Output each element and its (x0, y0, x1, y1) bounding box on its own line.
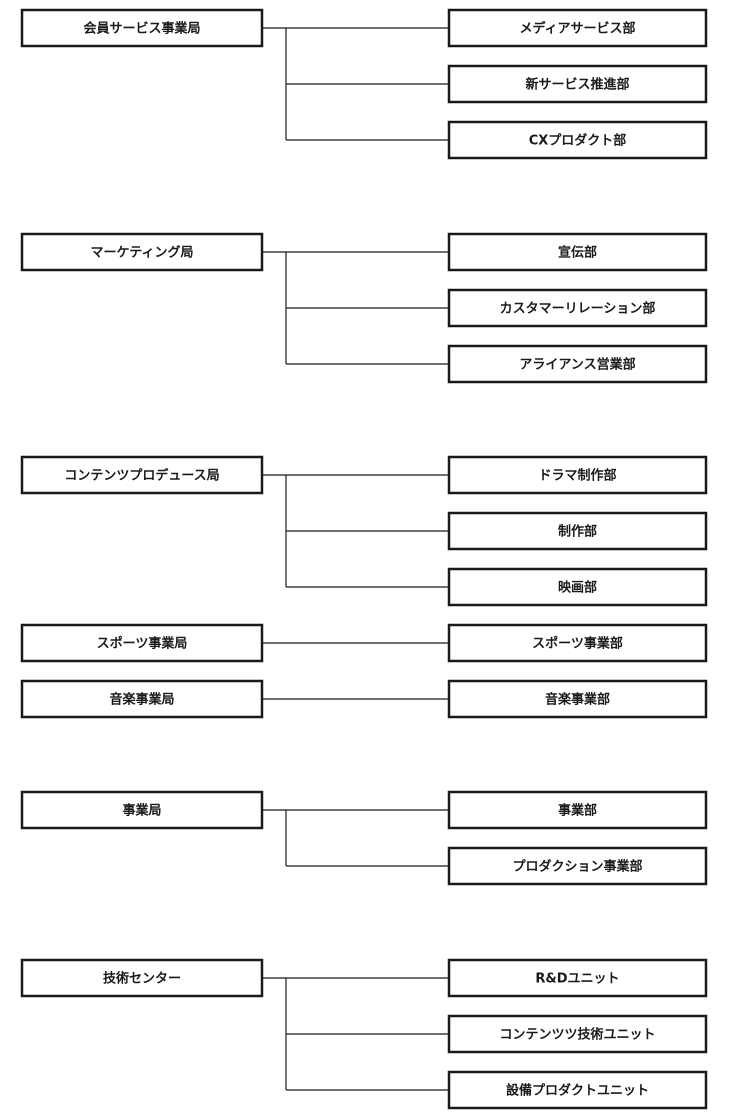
department-box: プロダクション事業部 (447, 846, 708, 886)
bureau-group: 音楽事業局 音楽事業部 (20, 679, 708, 719)
bureau-box-frame (20, 232, 264, 272)
department-box: 映画部 (447, 567, 708, 607)
department-box: 新サービス推進部 (447, 64, 708, 104)
department-box: 制作部 (447, 511, 708, 551)
department-box: 音楽事業部 (447, 679, 708, 719)
department-box-frame (447, 679, 708, 719)
bureau-box: マーケティング局 (20, 232, 264, 272)
bureau-box-label: 技術センター (103, 971, 181, 987)
department-box-frame (447, 120, 708, 160)
department-box-frame (447, 344, 708, 384)
bureau-box-frame (20, 679, 264, 719)
bureau-box-frame (20, 8, 264, 48)
department-box-frame (447, 64, 708, 104)
bureau-box-frame (20, 958, 264, 998)
department-box-label: 映画部 (558, 580, 597, 596)
department-box: CXプロダクト部 (447, 120, 708, 160)
bureau-box: コンテンツプロデュース局 (20, 455, 264, 495)
department-box: アライアンス営業部 (447, 344, 708, 384)
department-box-label: スポーツ事業部 (532, 636, 623, 652)
department-box-frame (447, 1014, 708, 1054)
department-box-label: CXプロダクト部 (529, 133, 627, 149)
department-box-frame (447, 623, 708, 663)
department-box-frame (447, 790, 708, 830)
department-box-frame (447, 958, 708, 998)
bureau-box-frame (20, 455, 264, 495)
bureau-box-frame (20, 790, 264, 830)
bureau-box-label: 会員サービス事業局 (83, 21, 200, 37)
department-box: 設備プロダクトユニット (447, 1070, 708, 1110)
bureau-group: スポーツ事業局 スポーツ事業部 (20, 623, 708, 663)
department-box-frame (447, 288, 708, 328)
bureau-box-label: 音楽事業局 (109, 692, 174, 708)
department-box-frame (447, 232, 708, 272)
department-box-label: コンテンツツ技術ユニット (499, 1027, 655, 1043)
department-box-label: R&Dユニット (535, 972, 619, 987)
bureau-box: 事業局 (20, 790, 264, 830)
bureau-box-label: コンテンツプロデュース局 (64, 468, 219, 484)
department-box-label: 宣伝部 (558, 245, 597, 261)
department-box: カスタマーリレーション部 (447, 288, 708, 328)
department-box-label: ドラマ制作部 (538, 468, 616, 484)
department-box: R&Dユニット (447, 958, 708, 998)
department-box-frame (447, 1070, 708, 1110)
bureau-box-label: マーケティング局 (91, 245, 194, 261)
department-box-frame (447, 455, 708, 495)
department-box-label: 音楽事業部 (545, 692, 610, 708)
department-box-label: アライアンス営業部 (519, 357, 635, 373)
department-box-label: カスタマーリレーション部 (500, 301, 656, 317)
department-box-label: 事業部 (558, 803, 597, 819)
department-box: 事業部 (447, 790, 708, 830)
bureau-box: スポーツ事業局 (20, 623, 264, 663)
department-box: メディアサービス部 (447, 8, 708, 48)
bureau-box-label: スポーツ事業局 (97, 636, 188, 652)
bureau-box: 音楽事業局 (20, 679, 264, 719)
department-box: ドラマ制作部 (447, 455, 708, 495)
bureau-box-label: 事業局 (122, 803, 161, 819)
bureau-box: 技術センター (20, 958, 264, 998)
department-box-label: プロダクション事業部 (512, 859, 642, 875)
bureau-box: 会員サービス事業局 (20, 8, 264, 48)
department-box-frame (447, 567, 708, 607)
department-box-frame (447, 8, 708, 48)
bureau-box-frame (20, 623, 264, 663)
department-box-frame (447, 846, 708, 886)
department-box-label: 制作部 (558, 524, 597, 540)
department-box-label: 新サービス推進部 (525, 77, 629, 93)
department-box-label: メディアサービス部 (519, 21, 635, 37)
department-box: 宣伝部 (447, 232, 708, 272)
department-box: コンテンツツ技術ユニット (447, 1014, 708, 1054)
department-box-label: 設備プロダクトユニット (506, 1083, 649, 1099)
department-box: スポーツ事業部 (447, 623, 708, 663)
department-box-frame (447, 511, 708, 551)
